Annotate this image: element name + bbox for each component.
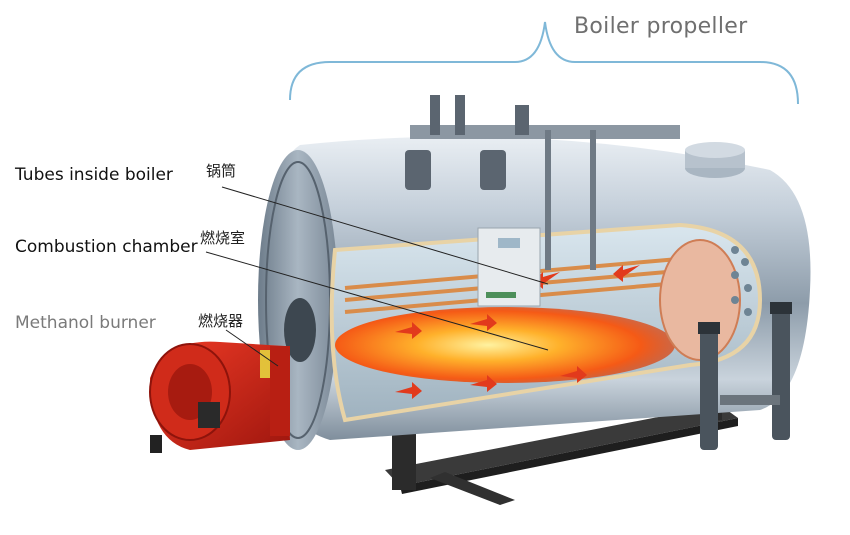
tubes-inside-boiler-label: Tubes inside boiler — [15, 165, 173, 185]
top-valves — [405, 95, 680, 270]
boiler-propeller-title: Boiler propeller — [574, 14, 748, 39]
methanol-burner-label: Methanol burner — [15, 313, 156, 333]
boiler-propeller-bracket — [289, 21, 799, 105]
leader-line-tubes — [221, 186, 549, 285]
control-panel — [477, 227, 541, 307]
tubes-inside-boiler-cn-label: 锅筒 — [206, 162, 237, 180]
methanol-burner — [149, 341, 290, 453]
leader-line-burner — [225, 329, 279, 367]
methanol-burner-cn-label: 燃烧器 — [198, 312, 244, 330]
leader-line-combustion — [205, 251, 549, 351]
circulation-pumps — [698, 302, 792, 450]
combustion-chamber-label: Combustion chamber — [15, 237, 198, 257]
leader-lines — [205, 186, 549, 367]
rear-tube-sheet — [731, 246, 752, 316]
combustion-chamber-cn-label: 燃烧室 — [200, 229, 246, 247]
flame — [335, 307, 675, 383]
